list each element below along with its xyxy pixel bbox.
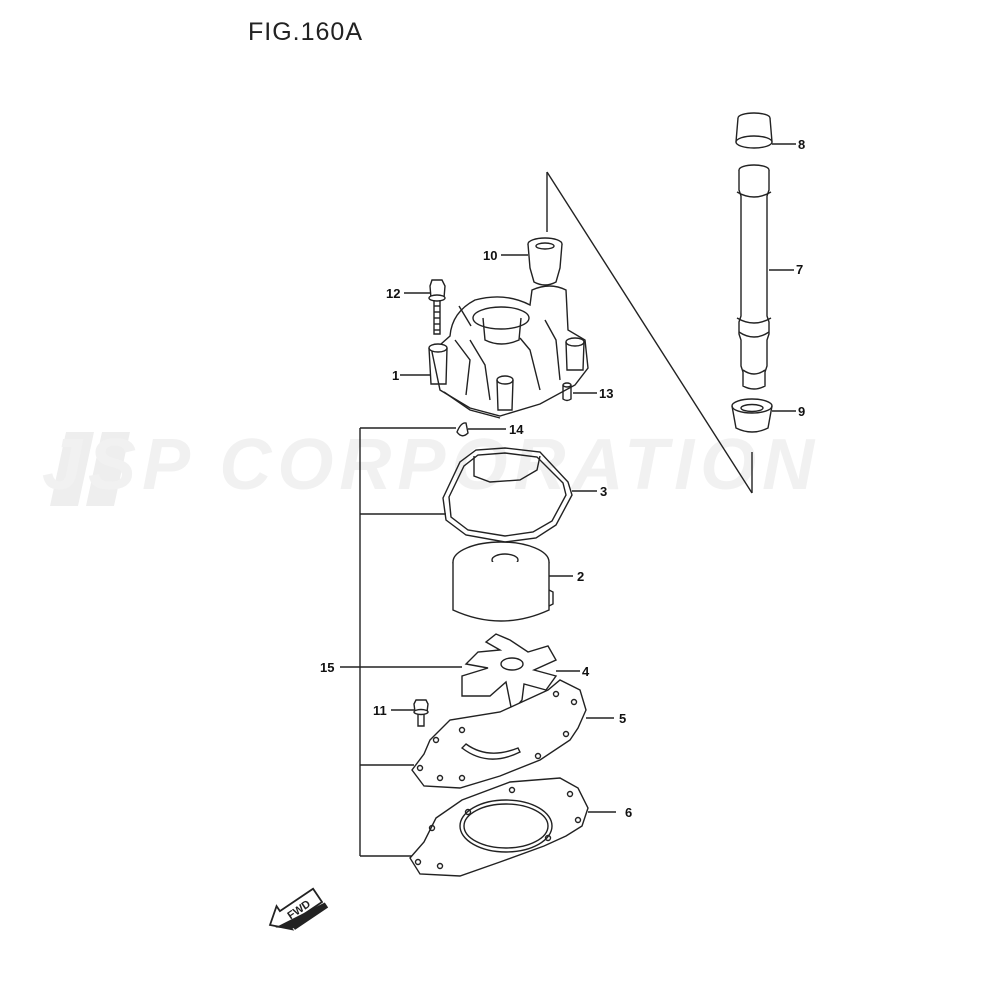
callout-6: 6: [625, 805, 633, 820]
part-9-collar: [731, 398, 796, 433]
figure-title: FIG.160A: [248, 18, 363, 46]
callout-5: 5: [619, 711, 627, 726]
part-13-pin: [562, 382, 597, 402]
separator-line: [546, 171, 753, 494]
part-7-water-tube: [736, 164, 794, 390]
part-3-seal-ring: [442, 447, 597, 543]
part-8-collar: [735, 112, 796, 149]
part-6-plate: [409, 777, 616, 877]
part-2-liner: [452, 541, 573, 622]
callout-13: 13: [599, 386, 614, 401]
callout-12: 12: [386, 286, 401, 301]
callout-2: 2: [577, 569, 585, 584]
callout-3: 3: [600, 484, 608, 499]
fwd-arrow-icon: FWD: [268, 887, 329, 931]
callout-11: 11: [373, 703, 387, 718]
callout-1: 1: [392, 368, 400, 383]
callout-9: 9: [798, 404, 806, 419]
part-5-gasket: [411, 679, 614, 789]
callout-15: 15: [320, 660, 335, 675]
part-15-kit-bracket: [340, 427, 462, 857]
callout-8: 8: [798, 137, 806, 152]
callout-4: 4: [582, 664, 590, 679]
part-14-key: [456, 422, 506, 437]
part-12-bolt: [404, 279, 446, 335]
callout-14: 14: [509, 422, 524, 437]
part-11-bolt: [391, 699, 429, 727]
part-10-grommet: [501, 237, 563, 286]
part-1-pump-case: [400, 285, 589, 419]
watermark-text: JSP CORPORATION: [42, 425, 821, 505]
callout-7: 7: [796, 262, 804, 277]
part-4-impeller: [461, 633, 580, 714]
callout-10: 10: [483, 248, 498, 263]
watermark-logo-icon: [50, 432, 130, 506]
